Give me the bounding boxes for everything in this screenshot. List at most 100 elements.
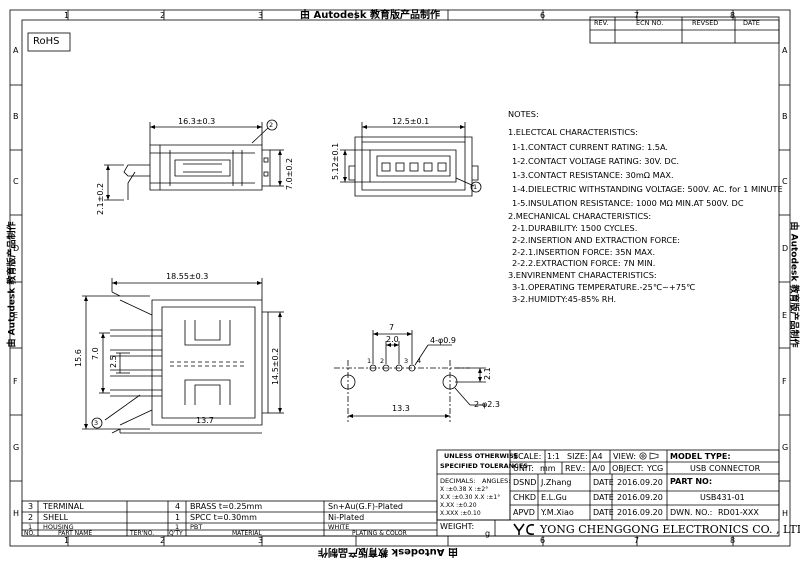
rev-header-ecn: ECN NO. [636,19,664,27]
zone-right-f: F [782,377,787,386]
dim-top-length: 18.55±0.3 [166,272,209,281]
size-value: A4 [592,452,603,461]
note-line: 2-2.2.EXTRACTION FORCE: 7N MIN. [512,258,656,268]
zone-right-g: G [782,443,789,452]
dim-side-height: 7.0±0.2 [285,157,294,190]
outer-border [9,9,791,547]
unit-label: UNIT: [513,464,534,473]
note-line: 2.MECHANICAL CHARACTERISTICS: [508,211,652,221]
view-label: VIEW: [613,452,637,461]
part-label: PART NO: [670,477,713,486]
zone-right-e: E [782,311,788,320]
dim-top-width: 14.5±0.2 [271,347,280,385]
dim-side-length: 16.3±0.3 [178,117,216,126]
zone-right-a: A [782,46,788,55]
note-line: 2-1.DURABILITY: 1500 CYCLES. [512,223,638,233]
balloon-2-label: 2 [269,121,274,129]
watermark-left: 由 Autodesk 教育版产品制作 [7,221,18,348]
dwn-value: RD01-XXX [718,508,759,517]
zone-left-g: G [13,443,20,452]
zone-top-1: 1 [64,11,70,20]
object-label: OBJECT: [612,464,644,473]
tolerance-title-2: SPECIFIED TOLERANCES [440,462,528,470]
bom-row-material: SPCC t=0.30mm [190,513,257,522]
dim-front-height: 5.12±0.1 [331,142,340,180]
balloon-1 [470,181,482,193]
zone-left-b: B [13,112,19,121]
pin-label-2: 2 [380,357,385,365]
tolerance-decimals: DECIMALS: [440,477,476,485]
dim-pcb-peg-span: 13.3 [392,404,410,413]
bom-row-plating: WHITE [328,523,350,531]
pin-label-4: 4 [417,357,422,365]
dim-pcb-offset: 2.1 [483,367,492,380]
dsnd-value: J.Zhang [541,478,572,487]
bom-table [21,500,438,537]
bom-header-no: NO. [24,530,35,537]
watermark-right: 由 Autodesk 教育版产品制作 [788,221,799,348]
dim-pcb-hole: 4-φ0.9 [430,336,456,345]
front-view [340,122,479,197]
dwn-label: DWN. NO.: [670,508,713,517]
tolerance-row: X :±0.38 X :±2° [440,486,489,493]
watermark-bottom: 由 Autodesk 教育版产品制作 [318,546,459,557]
dim-pcb-pitch: 2.0 [386,335,399,344]
object-value: YCG [647,464,664,473]
side-view [104,122,284,201]
dsnd-date: 2016.09.20 [617,478,663,487]
bom-row-name: SHELL [43,513,69,522]
dim-top-outer: 15.6 [74,349,83,367]
part-value: USB431-01 [700,493,745,502]
zone-left-a: A [13,46,19,55]
bom-header-plating: PLATING & COLOR [352,530,407,537]
zone-bottom-6: 6 [540,536,546,545]
note-line: 3.ENVIRENMENT CHARACTERISTICS: [508,270,657,280]
note-line: 1-5.INSULATION RESISTANCE: 1000 MΩ MIN.A… [512,198,744,208]
unit-value: mm [540,464,556,473]
date-label: DATE [593,478,614,487]
chkd-date: 2016.09.20 [617,493,663,502]
bom-row-plating: Sn+Au(G.F)-Plated [328,502,403,511]
tolerance-row: X.XXX :±0.10 [440,510,481,517]
dim-top-inner: 7.0 [91,347,100,360]
bom-row-qty: 1 [175,523,180,531]
note-line: 1-2.CONTACT VOLTAGE RATING: 30V. DC. [512,156,680,166]
model-value: USB CONNECTOR [690,464,761,473]
note-line: 1-3.CONTACT RESISTANCE: 30mΩ MAX. [512,170,674,180]
rev-header-date: DATE [743,19,760,27]
zone-left-f: F [13,377,18,386]
chkd-label: CHKD [513,493,537,502]
rohs-label: RoHS [33,36,60,47]
dim-front-width: 12.5±0.1 [392,117,430,126]
zone-left-e: E [13,311,19,320]
apvd-value: Y.M.Xiao [541,508,574,517]
bom-header-qty: Q'TY [169,530,183,537]
zone-bottom-7: 7 [634,536,640,545]
dim-side-offset: 2.1±0.2 [96,182,105,215]
tolerance-title-1: UNLESS OTHERWISE [444,452,519,460]
zone-right-h: H [782,509,789,518]
apvd-label: APVD [513,508,535,517]
bom-row-qty: 1 [175,513,181,522]
company-name: YONG CHENGGONG ELECTRONICS CO. , LTD. [540,523,800,536]
bom-row-name: TERMINAL [43,502,84,511]
dim-pcb-span: 7 [389,323,395,332]
balloon-1-label: 1 [473,183,478,191]
scale-value: 1:1 [547,452,560,461]
bom-row-material: PBT [190,523,203,531]
rohs-box [27,32,71,52]
tolerance-row: X.XX :±0.20 [440,502,477,509]
date-label: DATE [593,493,614,502]
balloon-2 [266,119,278,131]
note-line: 2-2.INSERTION AND EXTRACTION FORCE: [512,235,681,245]
zone-right-c: C [782,177,788,186]
rev-value: A/0 [592,464,606,473]
bom-row-name: HOUSING [43,523,74,531]
zone-top-6: 6 [540,11,546,20]
rev-header-revsed: REVSED [692,19,719,27]
size-label: SIZE: [567,452,588,461]
note-line: NOTES: [508,109,539,119]
dsnd-label: DSND [513,478,537,487]
zone-right-d: D [782,244,789,253]
balloon-3 [91,417,103,429]
